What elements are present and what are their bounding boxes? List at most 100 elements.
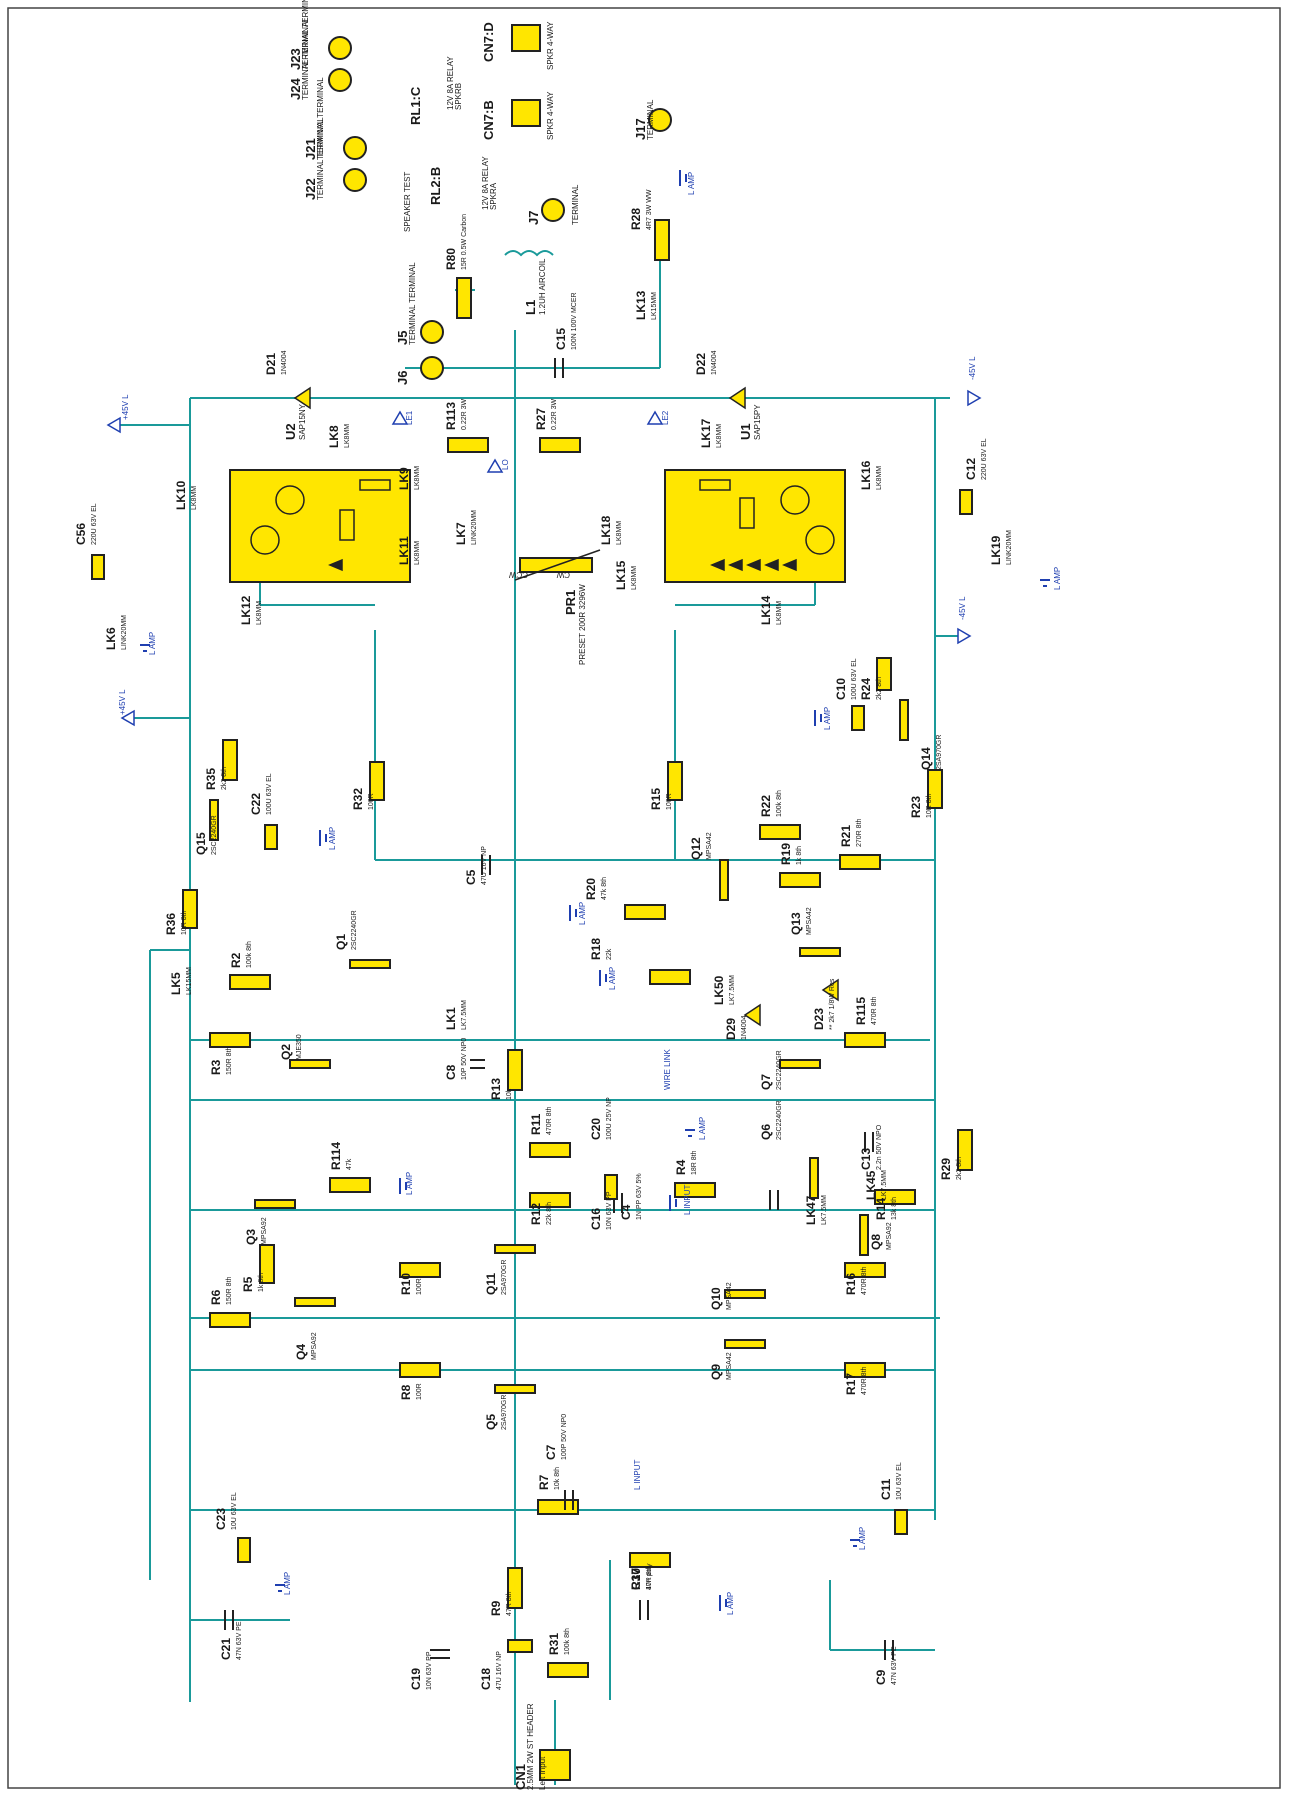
net-label-ground: L AMP xyxy=(608,967,617,990)
ref-c5: C5 xyxy=(464,869,478,885)
value-c16: 10N 63V PP xyxy=(606,1191,613,1230)
net-label-ground: L AMP xyxy=(1053,567,1062,590)
ref-lk12: LK12 xyxy=(239,595,253,625)
ref-lk9: LK9 xyxy=(397,467,411,490)
ref-q6: Q6 xyxy=(759,1124,773,1140)
value-r2: 100k 8th xyxy=(246,941,253,968)
net-label-ground: L AMP xyxy=(687,172,696,195)
value-lk1: LK7.5MM xyxy=(461,1000,468,1030)
value-lk15: LK8MM xyxy=(631,566,638,590)
net-label-ground: L AMP xyxy=(405,1172,414,1195)
value-r17: 470R 8th xyxy=(861,1366,868,1395)
ic-internals xyxy=(250,479,835,572)
resistor-r12 xyxy=(529,1192,571,1208)
value-pr1: PRESET 200R 3296W xyxy=(578,584,587,665)
resistor-r114 xyxy=(329,1177,371,1193)
net-label-pos-rail: +45V L xyxy=(121,394,130,420)
value-lk45: LK7.5MM xyxy=(881,1170,888,1200)
value-rl2: 12V 8A RELAY xyxy=(481,156,490,210)
resistor-r23 xyxy=(927,769,943,809)
net-label-lo: LO xyxy=(501,459,510,470)
net-label-input: L INPUT xyxy=(683,1185,692,1215)
preset-cw: CW xyxy=(556,570,570,579)
value-c9: 47N 63V PE xyxy=(891,1646,898,1685)
ref-r6: R6 xyxy=(209,1289,223,1305)
value-lk13: LK15MM xyxy=(651,292,658,320)
resistor-r19 xyxy=(779,872,821,888)
value-lk18: LK8MM xyxy=(616,521,623,545)
resistor-r22 xyxy=(759,824,801,840)
value-q3: MPSA92 xyxy=(261,1217,268,1245)
ref-q8: Q8 xyxy=(869,1234,883,1250)
value-r24: 2k2 8th xyxy=(876,677,883,700)
value-r21: 270R 8th xyxy=(856,818,863,847)
value-rl1-sub: SPKRB xyxy=(454,83,463,110)
ref-r24: R24 xyxy=(859,678,873,700)
value-c19: 10N 63V PP xyxy=(426,1651,433,1690)
ref-lk18: LK18 xyxy=(599,515,613,545)
value-lk16: LK8MM xyxy=(876,466,883,490)
ref-r27: R27 xyxy=(534,408,548,430)
value-q10: MPSA42 xyxy=(726,1282,733,1310)
resistor-r17 xyxy=(844,1362,886,1378)
resistor-r9 xyxy=(507,1567,523,1609)
ref-r36: R36 xyxy=(164,913,178,935)
ref-c15: C15 xyxy=(554,328,568,350)
preset-ccw: CCW xyxy=(508,570,528,579)
terminal-rings xyxy=(328,36,672,380)
value-r35: 2k2 8th xyxy=(221,767,228,790)
value-q15: 2SC2240GR xyxy=(211,815,218,855)
label-j24: J24 xyxy=(288,78,303,100)
value-q8: MPSA92 xyxy=(886,1222,893,1250)
value-c15: 100N 100V MCER xyxy=(571,292,578,350)
value-q6: 2SC2240GR xyxy=(776,1100,783,1140)
ref-r16: R16 xyxy=(844,1273,858,1295)
ref-d21: D21 xyxy=(264,353,278,375)
value-c17: 47n poly xyxy=(646,1563,653,1590)
resistor-r11 xyxy=(529,1142,571,1158)
net-label-ground: L AMP xyxy=(726,1592,735,1615)
resistor-r16 xyxy=(844,1262,886,1278)
label-l1: L1 xyxy=(523,300,538,315)
value-c8: 10P 50V NP0 xyxy=(461,1038,468,1080)
label-j7: J7 xyxy=(526,211,541,225)
value-r7: 10k 8th xyxy=(554,1467,561,1490)
resistor-r21 xyxy=(839,854,881,870)
value-lk9: LK8MM xyxy=(414,466,421,490)
value-r5: 1k 8th xyxy=(258,1273,265,1292)
ref-c12: C12 xyxy=(964,458,978,480)
ref-r114: R114 xyxy=(329,1142,343,1170)
ref-c21: C21 xyxy=(219,1638,233,1660)
net-label-input: L INPUT xyxy=(633,1460,642,1490)
value-l1: 1.2UH AIRCOIL xyxy=(538,258,547,315)
value-q13: MPSA42 xyxy=(806,907,813,935)
value-lk10: LK8MM xyxy=(191,486,198,510)
label-rl2: RL2:B xyxy=(428,167,443,205)
ref-lk15: LK15 xyxy=(614,560,628,590)
ref-r23: R23 xyxy=(909,796,923,818)
resistor-r8 xyxy=(399,1362,441,1378)
ref-r30: R30 xyxy=(629,1568,643,1590)
resistor-r32 xyxy=(369,761,385,801)
net-label-ground: L AMP xyxy=(823,707,832,730)
value-c23: 10U 63V EL xyxy=(231,1492,238,1530)
net-label-ground: L AMP xyxy=(698,1117,707,1140)
net-label-ground: L AMP xyxy=(283,1572,292,1595)
inductor-l1 xyxy=(504,250,554,257)
label-j5: J5 xyxy=(395,331,410,345)
ref-d22: D22 xyxy=(694,353,708,375)
capacitor-plates xyxy=(224,358,894,1660)
label-rl1: RL1:C xyxy=(408,86,423,125)
ref-r21: R21 xyxy=(839,825,853,847)
ref-c7: C7 xyxy=(544,1444,558,1460)
ref-lk10: LK10 xyxy=(174,480,188,510)
ref-c22: C22 xyxy=(249,793,263,815)
value-lk17: LK8MM xyxy=(716,424,723,448)
value-r3: 150R 8th xyxy=(226,1046,233,1075)
value-lk7: LINK20MM xyxy=(471,510,478,545)
value-lk11: LK8MM xyxy=(414,541,421,565)
value-lk8: LK8MM xyxy=(344,424,351,448)
value-lk12: LK8MM xyxy=(256,601,263,625)
net-label-ground: L AMP xyxy=(858,1527,867,1550)
value-r31: 100k 8th xyxy=(564,1628,571,1655)
